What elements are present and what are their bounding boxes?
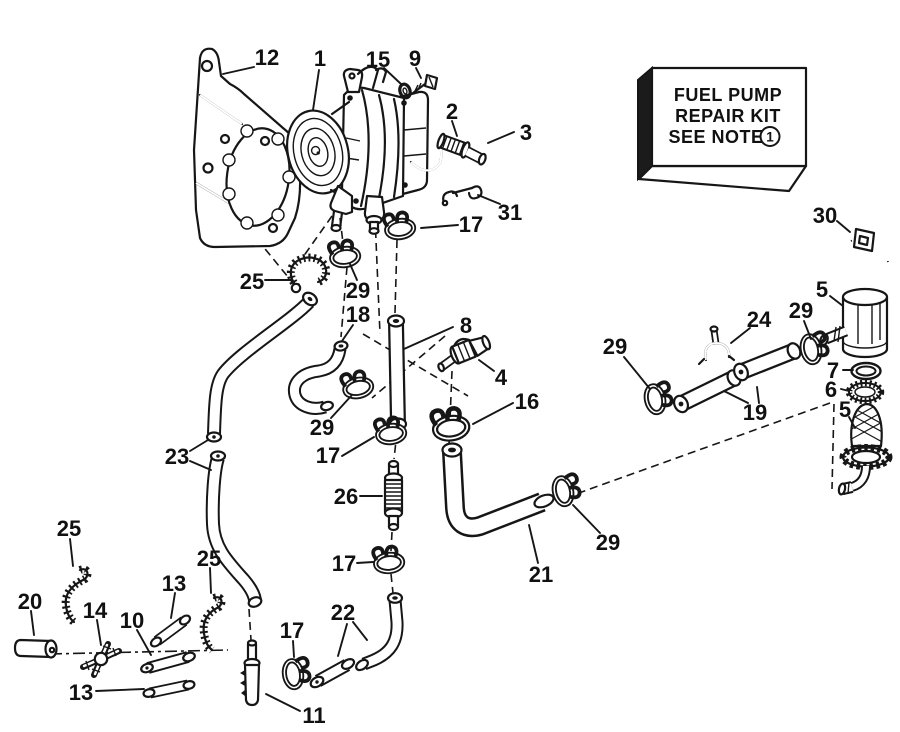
hose-23-upper [205, 291, 319, 443]
tubes-19 [672, 342, 802, 414]
note-ref-circle-icon [759, 126, 781, 147]
callout-18: 18 [346, 302, 370, 327]
spring-clip-25-top [286, 253, 331, 294]
o-ring-7 [850, 361, 882, 381]
hose-23-lower [205, 450, 263, 608]
mounting-plate [192, 47, 302, 249]
note-box-spine [637, 65, 653, 182]
wire-clip [441, 185, 483, 207]
screw [411, 73, 439, 95]
tube-8 [386, 314, 408, 431]
seal-ring-6 [845, 379, 885, 405]
callout-2: 2 [446, 99, 458, 124]
clamp-29-b [340, 369, 373, 399]
callout-29-b: 29 [310, 415, 334, 440]
inline-filter-26 [383, 459, 404, 532]
hose-10 [140, 651, 196, 674]
callout-4: 4 [495, 365, 508, 390]
clamp-17-c [373, 546, 404, 573]
hose-22-short [309, 658, 356, 689]
callout-25-b: 25 [57, 516, 81, 541]
connector-11 [240, 639, 261, 707]
hose-21 [441, 442, 555, 538]
clip-24 [697, 325, 736, 366]
clamp-17-a [383, 211, 414, 239]
callout-5-b: 5 [839, 397, 851, 422]
callout-5-a: 5 [816, 277, 828, 302]
callout-17-a: 17 [459, 212, 483, 237]
filter-canister-5 [819, 287, 889, 359]
callout-29-e: 29 [789, 298, 813, 323]
callout-30: 30 [813, 203, 837, 228]
bracket-30 [834, 227, 892, 288]
callout-22: 22 [331, 600, 355, 625]
hose-13-upper [149, 614, 192, 648]
callout-29-a: 29 [346, 278, 370, 303]
filter-element-5 [837, 402, 893, 496]
note-ref-number: 1 [766, 130, 774, 145]
callout-labels: 12 1 15 9 2 3 31 17 25 29 18 8 4 16 23 2… [18, 45, 851, 728]
callout-23: 23 [165, 444, 189, 469]
callout-7: 7 [827, 358, 839, 383]
note-box-front-face [650, 66, 808, 168]
leader-lines [30, 66, 856, 712]
cap-20 [13, 638, 58, 659]
assembly-centerlines [49, 215, 835, 655]
callout-17-b: 17 [316, 443, 340, 468]
callout-13-a: 13 [162, 571, 186, 596]
callout-9: 9 [409, 46, 421, 71]
callout-29-c: 29 [596, 530, 620, 555]
callout-29-d: 29 [603, 334, 627, 359]
check-valve-fitting [437, 334, 492, 373]
note-line-1: FUEL PUMP [674, 85, 782, 105]
clamp-29-a [328, 239, 359, 267]
fuel-inlet-fitting [436, 132, 487, 166]
callout-25-a: 25 [240, 269, 264, 294]
spring-clip-25-left [61, 565, 92, 626]
callout-17-d: 17 [280, 618, 304, 643]
clamp-16 [431, 407, 469, 441]
callout-14: 14 [83, 598, 108, 623]
spring-clip-25-mid [199, 593, 226, 654]
callout-21: 21 [529, 562, 553, 587]
hose-13-lower [142, 679, 196, 699]
callout-12: 12 [255, 45, 279, 70]
callout-25-c: 25 [197, 546, 221, 571]
note-box-bottom-face [637, 164, 808, 193]
callout-6: 6 [825, 377, 837, 402]
note-line-3: SEE NOTE [668, 127, 763, 147]
hose-22-elbow [355, 592, 404, 672]
fuel-pump-assembly [286, 65, 443, 235]
callout-19: 19 [743, 400, 767, 425]
cross-fitting-14 [80, 641, 122, 678]
callout-3: 3 [520, 120, 532, 145]
callout-11: 11 [302, 703, 325, 728]
callout-20: 20 [18, 589, 42, 614]
callout-15: 15 [366, 47, 390, 72]
callout-31: 31 [498, 200, 522, 225]
callout-13-b: 13 [69, 680, 93, 705]
callout-24: 24 [747, 307, 772, 332]
callout-1: 1 [314, 46, 326, 71]
clamp-29-e [800, 331, 830, 364]
note-line-2: REPAIR KIT [675, 106, 781, 126]
hose-18 [287, 340, 349, 415]
callout-26: 26 [334, 484, 358, 509]
callout-8: 8 [460, 313, 472, 338]
clamp-17-d [283, 657, 311, 688]
callout-10: 10 [120, 608, 144, 633]
callout-16: 16 [515, 389, 539, 414]
repair-kit-note-box: FUEL PUMP REPAIR KIT SEE NOTE 1 [637, 65, 808, 193]
callout-17-c: 17 [332, 551, 356, 576]
clamp-29-c [552, 473, 582, 506]
washer [398, 82, 412, 100]
